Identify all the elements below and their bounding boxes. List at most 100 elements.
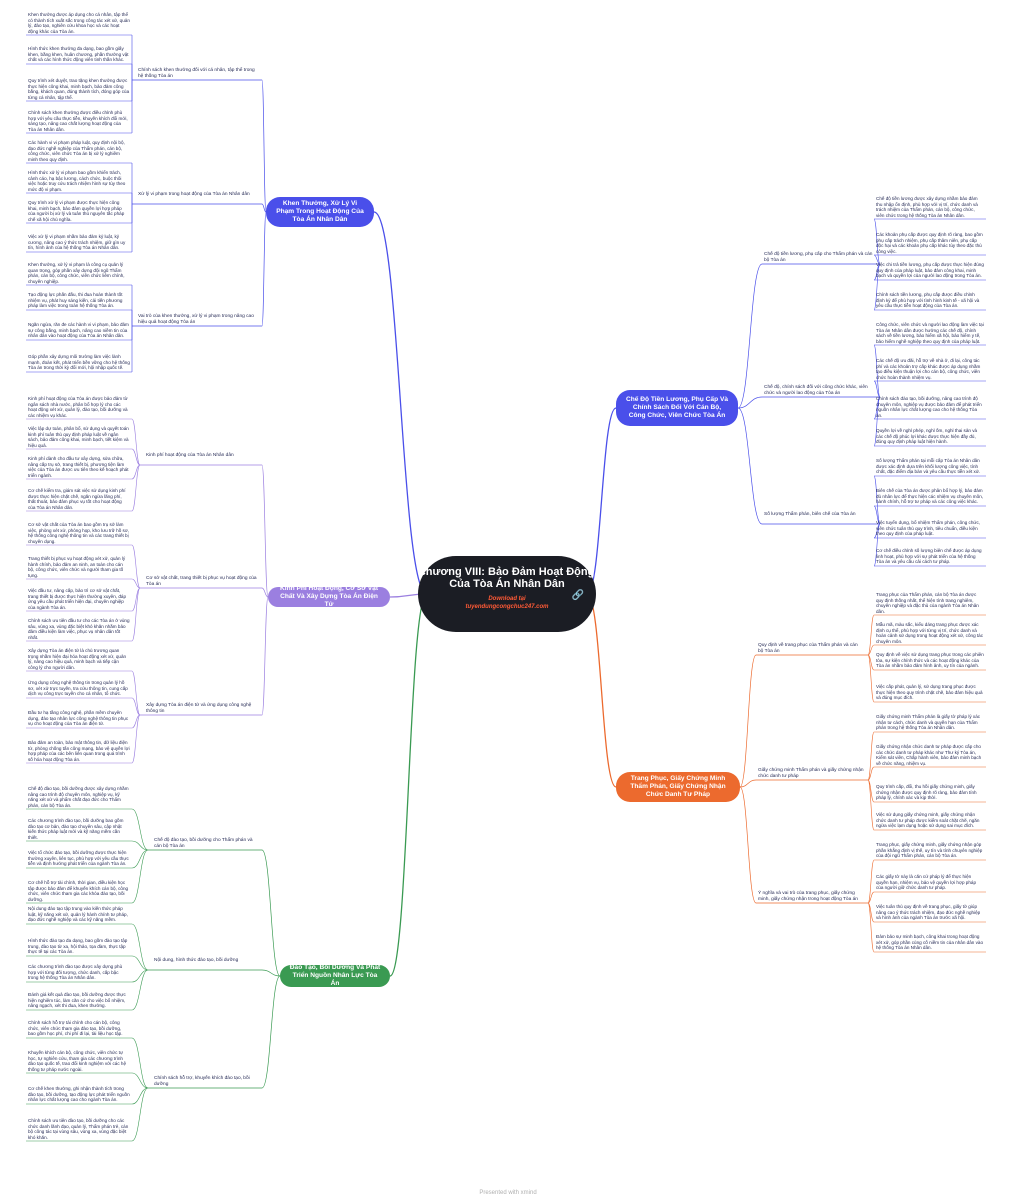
leaf-topic[interactable]: Chế độ đào tạo, bồi dưỡng được xây dựng … bbox=[28, 786, 129, 808]
leaf-topic[interactable]: Ngăn ngừa, răn đe các hành vi vi phạm, b… bbox=[28, 322, 129, 339]
leaf-topic[interactable]: Cơ chế điều chỉnh số lượng biên chế được… bbox=[876, 548, 982, 565]
leaf-topic[interactable]: Việc tuyển dụng, bổ nhiệm Thẩm phán, côn… bbox=[876, 520, 981, 537]
sub-connector bbox=[739, 654, 757, 788]
leaf-connector bbox=[873, 523, 881, 539]
subtopic[interactable]: Chế độ tiền lương, phụ cấp cho Thẩm phán… bbox=[764, 252, 873, 263]
leaf-connector bbox=[131, 969, 149, 983]
leaf-topic[interactable]: Hình thức xử lý vi phạm bao gồm khiển tr… bbox=[28, 170, 126, 192]
leaf-topic[interactable]: Khen thưởng được áp dụng cho cá nhân, tậ… bbox=[28, 12, 130, 34]
leaf-topic[interactable]: Quyền lợi về nghỉ phép, nghỉ ốm, nghỉ th… bbox=[876, 428, 978, 445]
subtopic[interactable]: Xây dựng Tòa án điện tử và ứng dụng công… bbox=[146, 703, 252, 714]
leaf-topic[interactable]: Việc lập dự toán, phân bổ, sử dụng và qu… bbox=[28, 426, 129, 448]
leaf-topic[interactable]: Ứng dụng công nghệ thông tin trong quản … bbox=[28, 680, 128, 697]
leaf-topic[interactable]: Chính sách khen thưởng được điều chỉnh p… bbox=[28, 110, 128, 132]
footer-credit: Presented with xmind bbox=[479, 1190, 537, 1196]
leaf-connector bbox=[131, 1072, 149, 1089]
leaf-topic[interactable]: Hình thức đào tạo đa dạng, bao gồm đào t… bbox=[28, 938, 128, 955]
leaf-topic[interactable]: Quy định về việc sử dụng trang phục tron… bbox=[876, 652, 984, 669]
subtopic[interactable]: Kinh phí hoạt động của Tòa án Nhân dân bbox=[146, 453, 234, 458]
subtopic[interactable]: Chính sách khen thưởng đối với cá nhân, … bbox=[138, 68, 255, 79]
leaf-topic[interactable]: Việc sử dụng giấy chứng minh, giấy chứng… bbox=[876, 812, 980, 829]
leaf-topic[interactable]: Chế độ tiền lương được xây dựng nhằm bảo… bbox=[876, 196, 978, 218]
leaf-topic[interactable]: Khuyến khích cán bộ, công chức, viên chứ… bbox=[28, 1050, 127, 1072]
branch-topic[interactable]: Khen Thưởng, Xử Lý Vi Phạm Trong Hoạt Độ… bbox=[266, 197, 374, 227]
leaf-topic[interactable]: Cơ sở vật chất của Tòa án bao gồm trụ sở… bbox=[28, 522, 130, 544]
leaf-topic[interactable]: Việc đầu tư, nâng cấp, bảo trì cơ sở vật… bbox=[28, 588, 126, 610]
sub-connector bbox=[261, 596, 269, 716]
leaf-topic[interactable]: Trang phục, giấy chứng minh, giấy chứng … bbox=[876, 842, 983, 859]
leaf-connector bbox=[131, 464, 141, 480]
leaf-topic[interactable]: Việc cấp phát, quản lý, sử dụng trang ph… bbox=[876, 684, 983, 701]
leaf-topic[interactable]: Biên chế của Tòa án được phân bổ hợp lý,… bbox=[876, 488, 984, 505]
leaf-topic[interactable]: Cơ chế kiểm tra, giám sát việc sử dụng k… bbox=[28, 488, 126, 510]
subtopic[interactable]: Xử lý vi phạm trong hoạt động của Tòa án… bbox=[138, 192, 250, 197]
leaf-topic[interactable]: Số lượng Thẩm phán tại mỗi cấp Tòa án Nh… bbox=[876, 458, 981, 475]
subtopic[interactable]: Vai trò của khen thưởng, xử lý vi phạm t… bbox=[138, 314, 254, 325]
leaf-topic[interactable]: Việc tuân thủ quy định về trang phục, gi… bbox=[876, 904, 981, 921]
branch-topic[interactable]: Trang Phục, Giấy Chứng Minh Thẩm Phán, G… bbox=[616, 772, 740, 802]
leaf-topic[interactable]: Các chế độ ưu đãi, hỗ trợ về nhà ở, đi l… bbox=[876, 358, 981, 380]
subtopic[interactable]: Chế độ, chính sách đối với công chức khá… bbox=[764, 385, 868, 396]
leaf-connector bbox=[867, 902, 875, 953]
leaf-topic[interactable]: Chính sách tiền lương, phụ cấp được điều… bbox=[876, 292, 980, 309]
subtopic[interactable]: Giấy chứng minh Thẩm phán và giấy chứng … bbox=[758, 768, 864, 779]
leaf-topic[interactable]: Hình thức khen thưởng đa dạng, bao gồm g… bbox=[28, 46, 129, 63]
leaf-topic[interactable]: Đảm bảo sự minh bạch, công khai trong ho… bbox=[876, 934, 984, 951]
leaf-connector bbox=[131, 670, 141, 716]
leaf-topic[interactable]: Công chức, viên chức và người lao động l… bbox=[876, 322, 984, 344]
leaf-topic[interactable]: Các chương trình đào tạo, bồi dưỡng bao … bbox=[28, 818, 124, 840]
leaf-connector bbox=[873, 396, 881, 447]
leaf-topic[interactable]: Xây dựng Tòa án điện tử là chủ trương qu… bbox=[28, 648, 127, 670]
leaf-topic[interactable]: Khen thưởng, xử lý vi phạm là công cụ qu… bbox=[28, 262, 125, 284]
leaf-topic[interactable]: Quy trình cấp, đổi, thu hồi giấy chứng m… bbox=[876, 784, 977, 801]
leaf-topic[interactable]: Trang thiết bị phục vụ hoạt động xét xử,… bbox=[28, 556, 126, 578]
leaf-topic[interactable]: Việc tổ chức đào tạo, bồi dưỡng được thự… bbox=[28, 850, 129, 867]
leaf-topic[interactable]: Việc chi trả tiền lương, phụ cấp được th… bbox=[876, 262, 984, 279]
leaf-topic[interactable]: Chính sách ưu tiên đào tạo, bồi dưỡng ch… bbox=[28, 1118, 129, 1140]
subtopic[interactable]: Ý nghĩa và vai trò của trang phục, giấy … bbox=[758, 891, 858, 902]
leaf-topic[interactable]: Chính sách hỗ trợ tài chính cho cán bộ, … bbox=[28, 1020, 123, 1037]
leaf-connector bbox=[867, 654, 875, 671]
subtopic[interactable]: Số lượng Thẩm phán, biên chế của Tòa án bbox=[764, 512, 856, 517]
website-link[interactable]: tuyendungcongchuc247.com bbox=[465, 604, 549, 610]
leaf-topic[interactable]: Giấy chứng minh Thẩm phán là giấy tờ phá… bbox=[876, 714, 981, 731]
leaf-topic[interactable]: Đầu tư hạ tầng công nghệ, phần mềm chuyê… bbox=[28, 710, 129, 727]
leaf-topic[interactable]: Chính sách ưu tiên đầu tư cho các Tòa án… bbox=[28, 618, 130, 640]
leaf-topic[interactable]: Góp phần xây dựng môi trường làm việc là… bbox=[28, 354, 130, 371]
leaf-topic[interactable]: Các hành vi vi phạm pháp luật, quy định … bbox=[28, 140, 125, 162]
central-topic[interactable]: chương VIII: Bảo Đảm Hoạt Động Của Tòa Á… bbox=[418, 556, 596, 632]
leaf-topic[interactable]: Các chương trình đào tạo được xây dựng p… bbox=[28, 964, 123, 981]
subtopic[interactable]: Chính sách hỗ trợ, khuyến khích đào tạo,… bbox=[154, 1076, 250, 1087]
leaf-topic[interactable]: Kinh phí dành cho đầu tư xây dựng, sửa c… bbox=[28, 456, 129, 478]
sub-connector bbox=[261, 211, 267, 327]
branch-topic[interactable]: Kinh Phí Hoạt Động, Cơ Sở Vật Chất Và Xâ… bbox=[268, 585, 390, 608]
leaf-topic[interactable]: Giấy chứng nhận chức danh tư pháp được c… bbox=[876, 744, 982, 766]
leaf-topic[interactable]: Bảo đảm an toàn, bảo mật thông tin, dữ l… bbox=[28, 740, 130, 762]
branch-topic[interactable]: Đào Tạo, Bồi Dưỡng Và Phát Triển Nguồn N… bbox=[280, 964, 390, 987]
branch-topic[interactable]: Chế Độ Tiền Lương, Phụ Cấp Và Chính Sách… bbox=[616, 390, 738, 426]
leaf-topic[interactable]: Đánh giá kết quả đào tạo, bồi dưỡng được… bbox=[28, 992, 126, 1009]
subtopic[interactable]: Chế độ đào tạo, bồi dưỡng cho Thẩm phán … bbox=[154, 838, 253, 849]
leaf-topic[interactable]: Mẫu mã, màu sắc, kiểu dáng trang phục đư… bbox=[876, 622, 984, 644]
leaf-connector bbox=[131, 840, 149, 851]
leaf-topic[interactable]: Các giấy tờ này là căn cứ pháp lý để thự… bbox=[876, 874, 977, 891]
leaf-topic[interactable]: Cơ chế khen thưởng, ghi nhận thành tích … bbox=[28, 1086, 130, 1103]
subtopic[interactable]: Nội dung, hình thức đào tạo, bồi dưỡng bbox=[154, 958, 239, 963]
leaf-connector bbox=[867, 644, 875, 656]
link-icon[interactable]: 🔗 bbox=[571, 590, 584, 601]
subtopic[interactable]: Quy định về trang phục của Thẩm phán và … bbox=[758, 643, 858, 654]
leaf-topic[interactable]: Tạo động lực phấn đấu, thi đua hoàn thàn… bbox=[28, 292, 123, 309]
leaf-topic[interactable]: Việc xử lý vi phạm nhằm bảo đảm kỷ luật,… bbox=[28, 234, 126, 251]
leaf-topic[interactable]: Trang phục của Thẩm phán, cán bộ Tòa án … bbox=[876, 592, 979, 614]
leaf-topic[interactable]: Cơ chế hỗ trợ tài chính, thời gian, điều… bbox=[28, 880, 129, 902]
leaf-topic[interactable]: Nội dung đào tạo tập trung vào kiến thức… bbox=[28, 906, 128, 923]
leaf-topic[interactable]: Quy trình xét duyệt, trao tặng khen thưở… bbox=[28, 78, 130, 100]
leaf-topic[interactable]: Chính sách đào tạo, bồi dưỡng, nâng cao … bbox=[876, 396, 982, 418]
subtopic[interactable]: Cơ sở vật chất, trang thiết bị phục vụ h… bbox=[146, 576, 257, 587]
leaf-connector bbox=[867, 891, 875, 904]
leaf-topic[interactable]: Các khoản phụ cấp được quy định rõ ràng,… bbox=[876, 232, 983, 254]
leaf-topic[interactable]: Kinh phí hoạt động của Tòa án được bảo đ… bbox=[28, 396, 128, 418]
leaf-topic[interactable]: Quy trình xử lý vi phạm được thực hiện c… bbox=[28, 200, 125, 222]
